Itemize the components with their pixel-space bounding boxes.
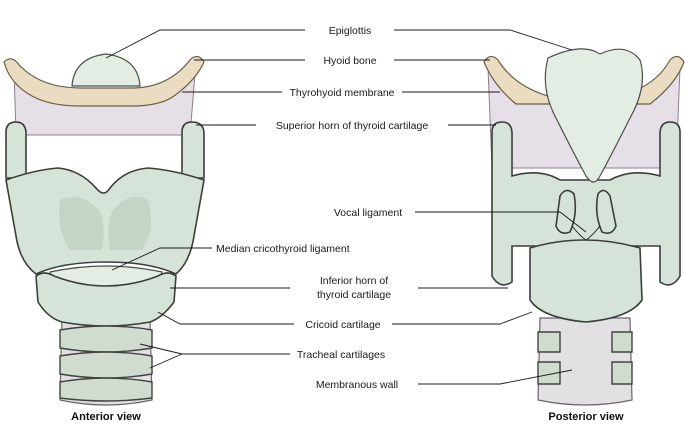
anterior-thyroid-shading-right — [108, 196, 151, 250]
leader-cricoid-left — [157, 311, 294, 325]
caption-posterior-view: Posterior view — [548, 411, 624, 423]
leader-median-cricothyroid — [111, 247, 212, 271]
caption-anterior-view: Anterior view — [71, 411, 141, 423]
anterior-hyoid-bone — [3, 55, 205, 107]
anterior-cricoid-cartilage — [35, 272, 177, 327]
anterior-tracheal-ring-2 — [59, 351, 153, 379]
posterior-arytenoid-right — [595, 189, 617, 234]
leader-epiglottis-right — [394, 29, 573, 51]
label-epiglottis: Epiglottis — [329, 25, 372, 37]
posterior-trachea — [537, 317, 633, 406]
label-cricoid: Cricoid cartilage — [305, 319, 380, 331]
labels: Epiglottis Hyoid bone Thyrohyoid membran… — [71, 25, 624, 423]
anterior-tracheal-ring-1 — [59, 325, 153, 353]
leader-lines — [105, 29, 587, 385]
leader-epiglottis-left — [105, 29, 305, 59]
posterior-cricoid-cartilage — [529, 239, 643, 323]
anterior-superior-horn-left — [5, 121, 27, 179]
posterior-ring-end-left-1 — [537, 331, 561, 353]
label-tracheal-cartilages: Tracheal cartilages — [297, 349, 385, 361]
posterior-arytenoid-left — [555, 189, 577, 234]
label-hyoid-bone: Hyoid bone — [323, 55, 376, 67]
anterior-thyroid-cartilage — [5, 167, 205, 275]
posterior-ring-end-right-2 — [611, 361, 633, 385]
leader-vocal-ligament — [415, 211, 587, 233]
posterior-ring-end-right-1 — [611, 331, 633, 353]
anterior-larynx — [3, 53, 205, 406]
posterior-larynx — [483, 48, 685, 406]
anterior-tracheal-ring-3 — [59, 377, 153, 402]
posterior-thyroid-cartilage — [491, 121, 681, 286]
leader-tracheal-1 — [139, 343, 290, 355]
leader-cricoid-right — [392, 311, 533, 325]
leader-membranous-wall — [418, 369, 573, 385]
label-membranous-wall: Membranous wall — [316, 379, 398, 391]
anterior-thyroid-shading — [59, 196, 104, 250]
label-median-cricothyroid: Median cricothyroid ligament — [216, 243, 350, 255]
label-vocal-ligament: Vocal ligament — [334, 207, 402, 219]
anterior-superior-horn-right — [181, 121, 205, 179]
posterior-epiglottis — [544, 48, 643, 183]
label-inferior-horn-line2: thyroid cartilage — [317, 289, 391, 301]
label-inferior-horn-line1: Inferior horn of — [320, 275, 388, 287]
label-superior-horn: Superior horn of thyroid cartilage — [276, 120, 428, 132]
leader-tracheal-2 — [149, 353, 183, 369]
label-thyrohyoid-membrane: Thyrohyoid membrane — [289, 87, 394, 99]
anterior-epiglottis — [71, 53, 141, 87]
